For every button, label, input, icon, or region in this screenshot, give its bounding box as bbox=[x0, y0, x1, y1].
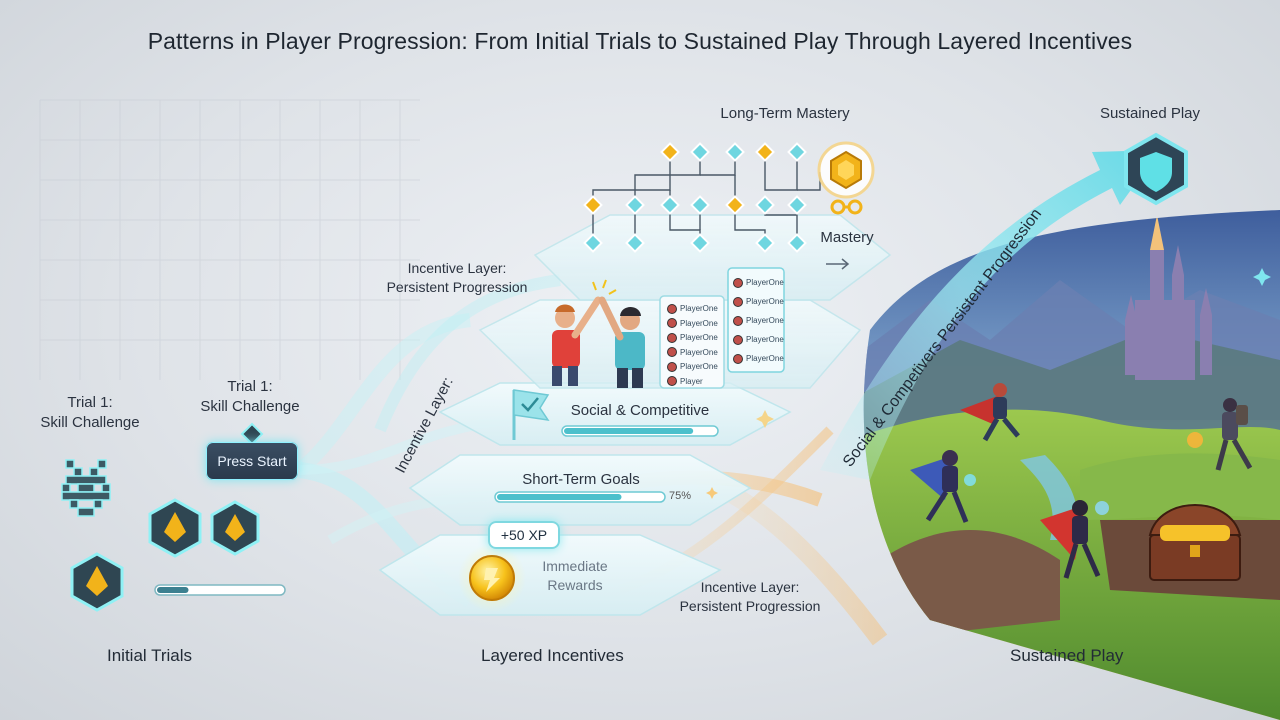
section-layered-incentives: Layered Incentives bbox=[481, 646, 624, 665]
social-competitive-label: Social & Competitive bbox=[570, 402, 710, 419]
section-initial-trials: Initial Trials bbox=[107, 646, 193, 665]
mastery-badge-icon bbox=[817, 141, 875, 215]
leaderboard-player-name: PlayerOne bbox=[746, 316, 784, 325]
press-start-gem-icon bbox=[240, 422, 264, 446]
hero-runner-red bbox=[960, 383, 1020, 442]
leaderboard-row: PlayerOne bbox=[734, 316, 784, 325]
incentive-layer-bottom-label: Incentive Layer: Persistent Progression bbox=[670, 578, 830, 616]
leaderboard-row: PlayerOne bbox=[734, 354, 784, 363]
avatar bbox=[734, 278, 742, 287]
short-term-progress-bar bbox=[494, 491, 666, 503]
gem-icon-1 bbox=[148, 498, 202, 558]
avatar bbox=[668, 319, 676, 328]
leaderboard-player-name: Player bbox=[680, 376, 703, 386]
avatar bbox=[668, 362, 676, 371]
trial-label-right-line2: Skill Challenge bbox=[200, 398, 300, 415]
castle bbox=[1125, 215, 1212, 380]
leaderboard-row: PlayerOne bbox=[734, 278, 784, 287]
fantasy-scene bbox=[863, 210, 1280, 720]
gem-icon-2 bbox=[210, 500, 260, 556]
sustained-play-top-label: Sustained Play bbox=[1099, 105, 1201, 122]
mastery-arrow-icon bbox=[826, 258, 850, 270]
short-term-goals-label: Short-Term Goals bbox=[522, 471, 640, 488]
progression-arrow bbox=[820, 150, 1160, 480]
leaderboard-row: PlayerOne bbox=[668, 333, 718, 342]
incentive-layer-top-line2: Persistent Progression bbox=[386, 279, 528, 295]
trial-label-left: Trial 1: Skill Challenge bbox=[40, 393, 140, 433]
leaderboard-row: PlayerOne bbox=[668, 348, 718, 357]
immediate-rewards-label: Immediate Rewards bbox=[520, 557, 630, 595]
skill-tree bbox=[583, 142, 821, 253]
press-start-button[interactable]: Press Start bbox=[206, 442, 298, 480]
leaderboard-row: Player bbox=[668, 377, 703, 386]
page-title: Patterns in Player Progression: From Ini… bbox=[147, 28, 1133, 54]
immediate-rewards-line1: Immediate bbox=[542, 558, 608, 574]
long-term-mastery-label: Long-Term Mastery bbox=[720, 105, 850, 122]
leaderboard-row: PlayerOne bbox=[668, 319, 718, 328]
leaderboard-player-name: PlayerOne bbox=[746, 278, 784, 287]
incentive-layer-bottom-line1: Incentive Layer: bbox=[700, 579, 800, 595]
leaderboard-player-name: PlayerOne bbox=[680, 318, 718, 328]
incentive-layer-top-label: Incentive Layer: Persistent Progression bbox=[372, 259, 542, 297]
leaderboard-row: PlayerOne bbox=[734, 297, 784, 306]
gem-icon-3 bbox=[70, 552, 124, 612]
avatar bbox=[668, 377, 676, 386]
trial-label-left-line1: Trial 1: bbox=[67, 394, 113, 411]
leaderboard-row: PlayerOne bbox=[734, 335, 784, 344]
leaderboard-player-name: PlayerOne bbox=[746, 297, 784, 306]
trial-label-right: Trial 1: Skill Challenge bbox=[190, 377, 310, 417]
initial-progress-bar bbox=[154, 584, 286, 596]
avatar bbox=[734, 297, 742, 306]
leaderboard-player-name: PlayerOne bbox=[680, 362, 718, 371]
social-progress-bar bbox=[561, 425, 719, 437]
hero-mage-blue bbox=[910, 450, 976, 523]
avatar bbox=[668, 333, 676, 342]
leaderboard-player-name: PlayerOne bbox=[680, 347, 718, 357]
trial-label-left-line2: Skill Challenge bbox=[40, 414, 140, 431]
hero-red-cape bbox=[1040, 500, 1109, 579]
short-term-percent: 75% bbox=[669, 490, 692, 502]
sparkles bbox=[706, 268, 1271, 499]
gold-coin-icon bbox=[458, 544, 526, 612]
pixel-invader-icon bbox=[61, 459, 111, 517]
incentive-layer-top-line1: Incentive Layer: bbox=[407, 260, 507, 276]
avatar bbox=[734, 354, 742, 363]
leaderboard-player-name: PlayerOne bbox=[680, 304, 718, 313]
shield-icon bbox=[1124, 132, 1188, 206]
high-five-people bbox=[552, 279, 645, 388]
trial-label-right-line1: Trial 1: bbox=[227, 378, 273, 395]
xp-badge: +50 XP bbox=[488, 521, 560, 549]
incentive-layer-bottom-line2: Persistent Progression bbox=[679, 598, 821, 614]
avatar bbox=[668, 348, 676, 357]
leaderboard-scrolls bbox=[659, 267, 785, 389]
mastery-label: Mastery bbox=[820, 229, 874, 246]
avatar bbox=[734, 335, 742, 344]
leaderboard-player-name: PlayerOne bbox=[680, 333, 718, 342]
avatar bbox=[734, 316, 742, 325]
leaderboard-row: PlayerOne bbox=[668, 362, 718, 371]
section-sustained-play: Sustained Play bbox=[1010, 646, 1124, 665]
hero-adventurer bbox=[1187, 398, 1253, 471]
immediate-rewards-line2: Rewards bbox=[547, 577, 603, 593]
treasure-chest bbox=[1148, 500, 1242, 581]
flag-icon bbox=[512, 389, 550, 440]
background-grid bbox=[39, 99, 420, 380]
avatar bbox=[668, 304, 676, 313]
leaderboard-row: PlayerOne bbox=[668, 304, 718, 313]
leaderboard-player-name: PlayerOne bbox=[746, 354, 784, 363]
leaderboard-player-name: PlayerOne bbox=[746, 335, 784, 344]
